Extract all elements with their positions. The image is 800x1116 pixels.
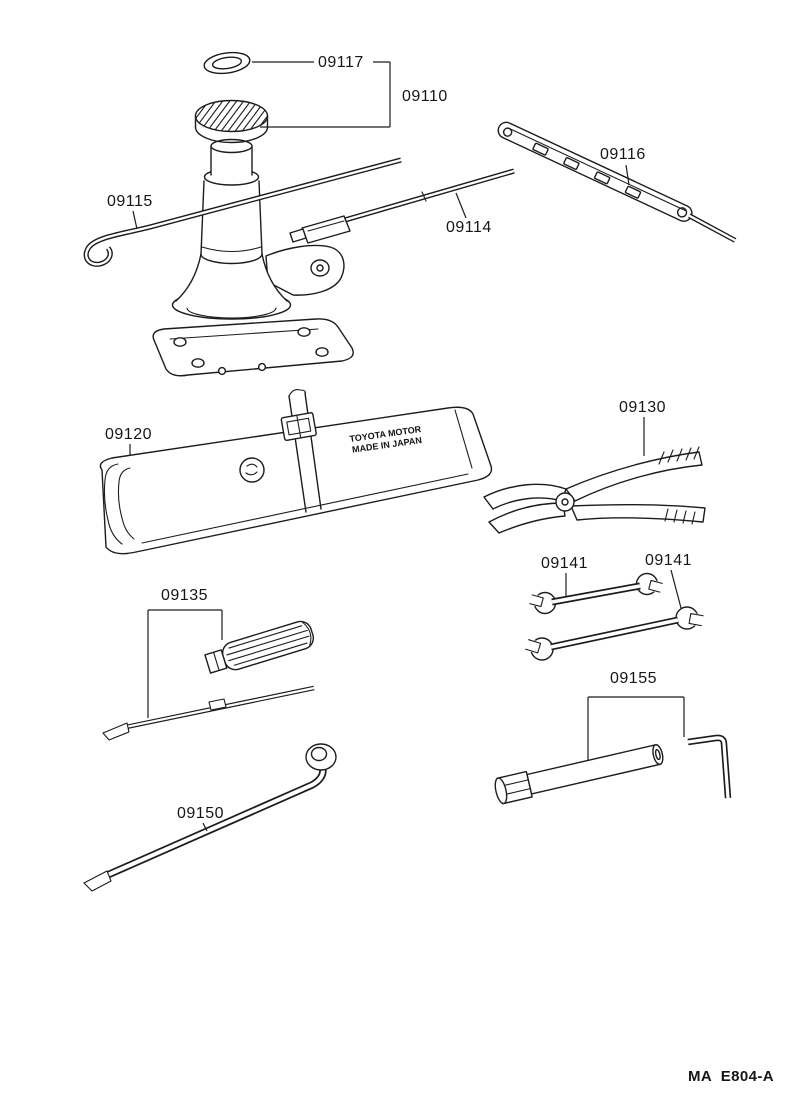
part-label-09110: 09110 [402, 88, 448, 105]
open-end-wrench-lower-illustration [523, 606, 706, 661]
socket-wrench-illustration [494, 734, 732, 805]
jack-handle-rod-illustration [289, 168, 515, 244]
part-label-09141-right: 09141 [645, 552, 692, 569]
part-label-09114: 09114 [446, 219, 492, 236]
hubcap-wrench-illustration [497, 121, 737, 243]
open-end-wrench-upper-illustration [527, 572, 665, 615]
jack-illustration [152, 99, 354, 377]
part-label-09135: 09135 [161, 587, 208, 604]
page-code: MA E804-A [688, 1068, 774, 1085]
part-label-09120: 09120 [105, 426, 152, 443]
washer-icon [203, 51, 251, 75]
pliers-illustration [483, 446, 706, 534]
tool-bag-illustration: TOYOTA MOTOR MADE IN JAPAN [99, 389, 493, 555]
part-label-09115: 09115 [107, 193, 153, 210]
hook-rod-illustration [83, 157, 402, 267]
leader-lines [129, 61, 685, 832]
part-label-09141-left: 09141 [541, 555, 588, 572]
part-label-09150: 09150 [177, 805, 224, 822]
part-label-09116: 09116 [600, 146, 646, 163]
part-label-09117: 09117 [318, 54, 364, 71]
lug-wrench-illustration [83, 743, 337, 892]
screwdriver-illustration [102, 620, 315, 741]
part-label-09155: 09155 [610, 670, 657, 687]
part-label-09130: 09130 [619, 399, 666, 416]
